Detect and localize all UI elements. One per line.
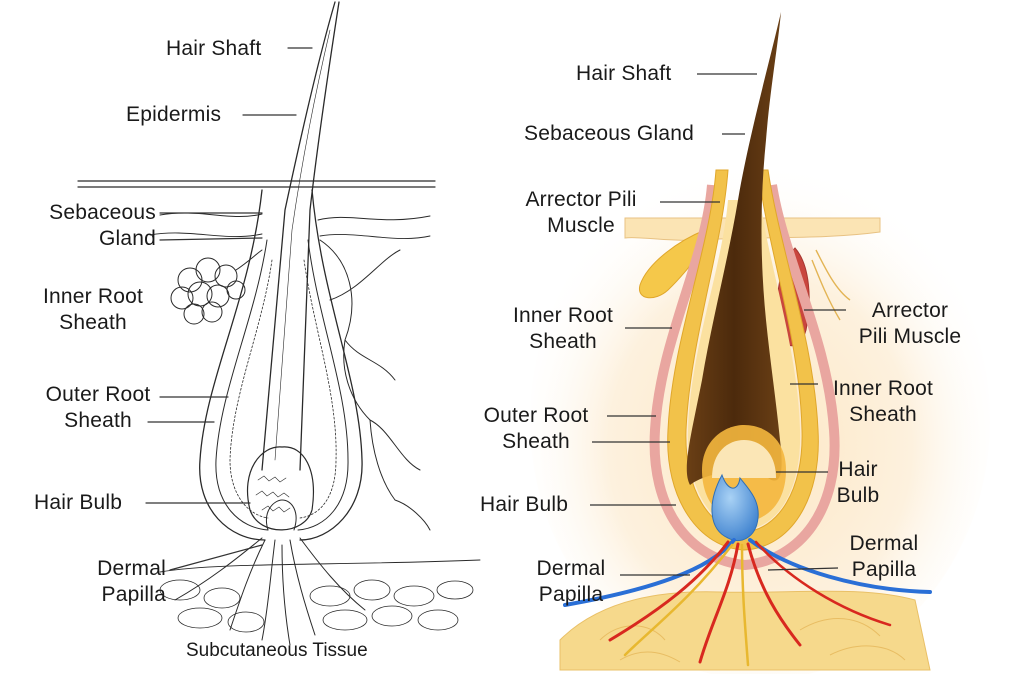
bulb-inner: [712, 440, 776, 478]
sebaceous-gland-drawing: [170, 249, 263, 325]
hair-shaft-inner: [274, 29, 331, 461]
label-line: Sheath: [849, 403, 917, 426]
muscle-fibers: [811, 249, 851, 321]
left-leader-lines: [145, 47, 313, 571]
label-line: Pili Muscle: [858, 325, 962, 348]
label-dermal-papilla-right-a: Dermal Papilla: [516, 556, 626, 608]
label-inner-root-sheath-right-a: Inner Root Sheath: [498, 303, 628, 355]
nerve-branches: [319, 239, 431, 531]
right-colored-diagram: [530, 12, 990, 674]
skin-surface-line: [77, 180, 436, 188]
label-inner-root-sheath-right-b: Inner Root Sheath: [818, 376, 948, 428]
label-line: Muscle: [547, 214, 615, 237]
artery-2: [698, 542, 740, 664]
label-line: Sheath: [529, 330, 597, 353]
label-dermal-papilla-left: Dermal Papilla: [60, 556, 166, 608]
label-line: Dermal: [536, 557, 606, 580]
label-line: Hair: [838, 458, 878, 481]
label-arrector-pili-muscle-left: Arrector Pili Muscle: [506, 187, 656, 239]
label-epidermis: Epidermis: [126, 103, 222, 126]
label-hair-bulb-right-b: Hair Bulb: [828, 457, 888, 509]
label-subcutaneous-tissue: Subcutaneous Tissue: [186, 640, 368, 661]
bulb-texture: [255, 475, 291, 513]
label-outer-root-sheath-left: Outer Root Sheath: [28, 382, 168, 434]
label-line: Bulb: [836, 484, 880, 507]
vein-left: [563, 538, 736, 607]
label-line: Sebaceous: [49, 201, 156, 224]
label-line: Inner Root: [512, 304, 614, 327]
label-arrector-pili-muscle-right: Arrector Pili Muscle: [846, 298, 974, 350]
outer-sheath-inner: [215, 239, 349, 531]
label-hair-shaft-right: Hair Shaft: [576, 62, 672, 85]
inner-sheath-lines: [229, 259, 337, 519]
label-line: Gland: [98, 227, 156, 250]
hair-bulb-outline: [246, 446, 314, 531]
outer-root-sheath-shape: [667, 169, 819, 551]
epidermis-wave: [159, 212, 431, 221]
label-hair-bulb-left: Hair Bulb: [34, 491, 123, 514]
label-line: Outer Root: [45, 383, 151, 406]
label-line: Papilla: [851, 558, 917, 581]
label-line: Dermal: [97, 557, 166, 580]
vein-right: [748, 538, 932, 594]
label-sebaceous-gland-left: Sebaceous Gland: [30, 200, 156, 252]
blood-vessels: [563, 538, 932, 667]
vessel-roots: [174, 537, 366, 646]
label-line: Dermal: [849, 532, 919, 555]
label-line: Arrector: [871, 299, 949, 322]
label-inner-root-sheath-left: Inner Root Sheath: [28, 284, 158, 336]
label-dermal-papilla-right-b: Dermal Papilla: [834, 531, 934, 583]
dermal-papilla-outline: [266, 499, 297, 531]
subcutaneous-cells: [159, 579, 474, 633]
label-line: Sheath: [59, 311, 127, 334]
pink-outer-layer: [649, 184, 840, 571]
dermis-wave: [149, 232, 431, 239]
dermal-papilla-shape: [711, 473, 759, 542]
artery-3: [746, 542, 802, 647]
nerve-yellow: [623, 543, 750, 667]
subcutaneous-boundary: [159, 559, 481, 573]
right-leader-lines: [590, 73, 846, 576]
label-outer-root-sheath-right: Outer Root Sheath: [466, 403, 606, 455]
label-hair-bulb-right-a: Hair Bulb: [480, 493, 569, 516]
label-sebaceous-gland-right: Sebaceous Gland: [524, 122, 694, 145]
label-line: Inner Root: [832, 377, 934, 400]
outer-sheath-outline: [199, 189, 363, 541]
label-line: Inner Root: [42, 285, 144, 308]
label-line: Sheath: [64, 409, 132, 432]
left-line-art-diagram: [77, 1, 481, 646]
label-hair-shaft-left: Hair Shaft: [166, 37, 262, 60]
label-line: Arrector Pili: [525, 188, 637, 211]
label-line: Papilla: [101, 583, 166, 606]
hair-shaft-outline: [261, 1, 340, 471]
label-line: Sheath: [502, 430, 570, 453]
label-line: Outer Root: [483, 404, 589, 427]
label-line: Papilla: [538, 583, 604, 606]
artery-1: [608, 540, 730, 642]
artery-4: [754, 540, 892, 627]
hair-shaft-shape: [686, 12, 782, 485]
